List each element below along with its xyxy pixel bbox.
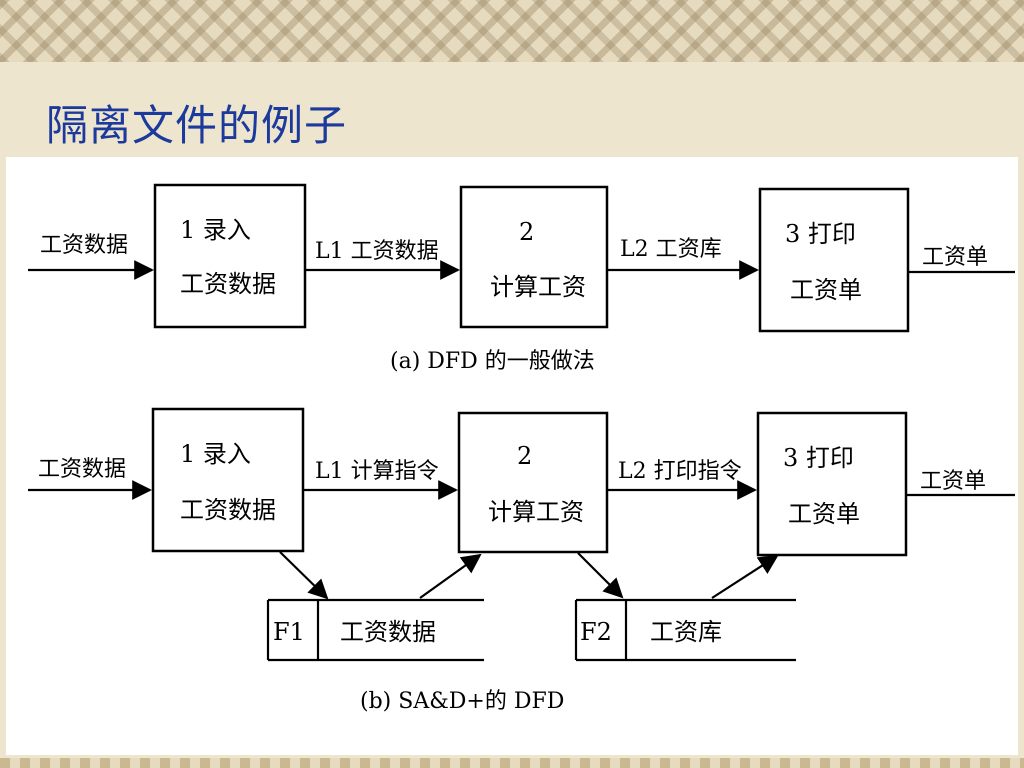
f1-name: 工资数据 <box>340 618 436 646</box>
a-process1-name: 工资数据 <box>180 270 276 298</box>
b-flow-p1-to-f1 <box>279 551 329 600</box>
b-process1-box <box>151 407 305 553</box>
b-process1-id: 1 录入 <box>180 440 251 468</box>
b-flow1-label: L1 计算指令 <box>315 459 439 484</box>
a-process3-name: 工资单 <box>790 276 862 304</box>
b-process2-name: 计算工资 <box>488 498 584 526</box>
diagram-a: 工资数据 1 录入 工资数据 L1 工资数据 2 计算工资 L2 工资库 3 打… <box>28 183 1015 374</box>
diagram-b: 工资数据 1 录入 工资数据 L1 计算指令 2 计算工资 L2 打印指令 3 … <box>28 407 1015 714</box>
b-output-flow-label: 工资单 <box>920 469 986 494</box>
data-store-f1: F1 工资数据 <box>266 598 484 662</box>
a-output-flow-label: 工资单 <box>922 245 988 270</box>
a-flow2-label: L2 工资库 <box>620 237 722 262</box>
a-process2-name: 计算工资 <box>490 273 586 301</box>
a-process2-id: 2 <box>519 218 534 246</box>
b-flow2-label: L2 打印指令 <box>618 459 742 484</box>
slide-title: 隔离文件的例子 <box>46 101 348 150</box>
b-flow-f1-to-p2 <box>419 553 482 599</box>
f1-id: F1 <box>273 618 305 646</box>
b-process3-name: 工资单 <box>788 500 860 528</box>
data-store-f2: F2 工资库 <box>574 598 796 662</box>
a-process3-id: 3 打印 <box>785 220 856 248</box>
a-process2-box <box>459 185 609 329</box>
f2-name: 工资库 <box>650 618 722 646</box>
a-flow1-label: L1 工资数据 <box>315 239 439 264</box>
b-process3-id: 3 打印 <box>783 444 854 472</box>
b-flow-f2-to-p3 <box>711 554 779 599</box>
a-caption: (a) DFD 的一般做法 <box>390 349 595 374</box>
a-process1-id: 1 录入 <box>180 216 251 244</box>
b-caption: (b) SA&D+的 DFD <box>360 689 564 714</box>
b-input-flow-label: 工资数据 <box>38 457 126 482</box>
b-process2-box <box>457 411 609 554</box>
b-process2-id: 2 <box>517 442 532 470</box>
decorative-top-border <box>0 0 1024 62</box>
a-process3-box <box>758 187 910 333</box>
decorative-bottom-border <box>0 758 1024 768</box>
b-process1-name: 工资数据 <box>180 496 276 524</box>
a-input-flow-label: 工资数据 <box>40 233 128 258</box>
f2-id: F2 <box>580 618 612 646</box>
b-flow-p2-to-f2 <box>577 552 624 599</box>
a-process1-box <box>153 183 307 329</box>
b-process3-box <box>756 411 908 557</box>
